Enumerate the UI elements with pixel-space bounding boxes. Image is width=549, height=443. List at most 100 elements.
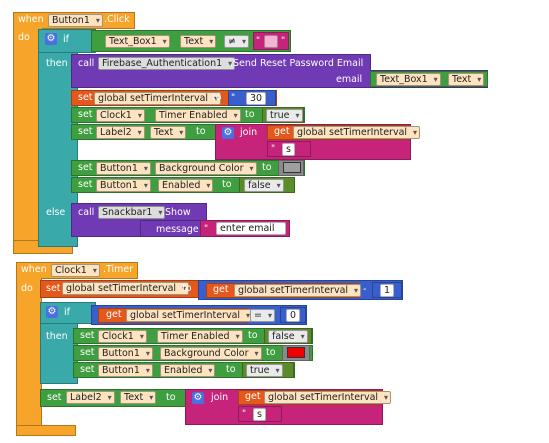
if-label: if [63,34,69,45]
set-label: set [78,109,93,120]
join-label: join [240,127,258,138]
color-swatch[interactable] [283,162,301,173]
snackbar-component-dropdown[interactable]: Snackbar1 [98,206,166,219]
clock-component-dropdown[interactable]: Clock1 [98,330,147,343]
bool-dropdown[interactable]: true [246,364,283,377]
firebase-method: .Send Reset Password Email [230,58,364,69]
join-label: join [211,392,229,403]
get-label: get [213,284,229,295]
cond-component-dropdown[interactable]: Text_Box1 [105,35,170,48]
set-label: set [78,126,93,137]
then-label: then [46,331,68,342]
quote-icon: " [204,224,209,234]
snackbar-method: .Show [162,207,191,218]
minus-value-field[interactable]: 1 [380,284,395,297]
bool-dropdown[interactable]: true [266,109,303,122]
set-label: set [80,364,95,375]
else-label: else [46,207,66,218]
button-property-dropdown[interactable]: Background Color [160,347,262,360]
get-var-dropdown[interactable]: global setTimerInterval [264,391,392,404]
set-label: set [78,162,93,173]
quote-icon: " [271,144,276,154]
bool-dropdown[interactable]: false [268,330,308,343]
button-component-dropdown[interactable]: Button1 [96,162,151,175]
email-param-label: email [336,74,363,85]
button-property-dropdown[interactable]: Enabled [158,179,214,192]
set-label: set [47,392,62,403]
clock-property-dropdown[interactable]: Timer Enabled [155,109,241,122]
set-var-dropdown[interactable]: global setTimerInterval [94,92,222,105]
message-text-field[interactable]: enter email [216,222,286,235]
set-label: set [46,283,61,294]
label-component-dropdown[interactable]: Label2 [96,126,145,139]
to-label: to [222,179,232,190]
quote-open: " [256,36,261,46]
compare-operator-dropdown[interactable]: = [250,309,275,322]
then-label: then [46,58,68,69]
message-param-label: message [156,224,199,235]
quote-icon: " [242,409,247,419]
do-label: do [21,283,33,294]
to-label: to [226,364,236,375]
clock-property-dropdown[interactable]: Timer Enabled [157,330,243,343]
email-component-dropdown[interactable]: Text_Box1 [376,73,441,86]
when-label: when [18,14,44,25]
minus-label: - [363,284,367,295]
set-var-dropdown[interactable]: global setTimerInterval [62,282,190,295]
gear-icon[interactable]: ⚙ [222,127,234,139]
to-label: to [245,109,255,120]
to-label: to [196,126,206,137]
set-label: set [80,330,95,341]
to-label: to [266,347,276,358]
set1-value-field[interactable]: 30 [246,92,267,105]
gear-icon[interactable]: ⚙ [45,33,57,45]
label-component-dropdown[interactable]: Label2 [66,391,115,404]
get-var-dropdown[interactable]: global setTimerInterval [293,126,421,139]
empty-text-field[interactable] [264,35,278,48]
set-label: set [78,179,93,190]
label-property-dropdown[interactable]: Text [120,391,157,404]
clock1-timer-footer [16,425,76,436]
to-label: to [262,162,272,173]
event-component-dropdown[interactable]: Button1 [48,14,103,27]
do-label: do [18,32,30,43]
compare-operator-dropdown[interactable]: ≠ [224,35,249,48]
color-swatch[interactable] [287,347,305,358]
cmp-value-field[interactable]: 0 [286,309,301,322]
to-label: to [182,283,192,294]
to-label: to [212,92,222,103]
bool-dropdown[interactable]: false [244,179,284,192]
button-component-dropdown[interactable]: Button1 [98,347,153,360]
button-component-dropdown[interactable]: Button1 [96,179,151,192]
join-text-field[interactable]: s [253,408,266,421]
event-component-dropdown[interactable]: Clock1 [51,264,100,277]
event-name: .Click [104,14,130,25]
cond-property-dropdown[interactable]: Text [180,35,217,48]
when-label: when [21,264,47,275]
clock-component-dropdown[interactable]: Clock1 [96,109,145,122]
set-label: set [80,347,95,358]
quote-close: " [281,36,286,46]
call-label: call [78,207,95,218]
call1-label: call [78,58,95,69]
gear-icon[interactable]: ⚙ [46,306,58,318]
button-property-dropdown[interactable]: Background Color [155,162,257,175]
get-var-dropdown[interactable]: global setTimerInterval [234,284,362,297]
get-label: get [245,391,261,402]
to-label: to [166,392,176,403]
clock1-timer-body [16,278,42,436]
event-name: .Timer [103,264,134,275]
get-label: get [274,126,290,137]
button-component-dropdown[interactable]: Button1 [98,364,153,377]
firebase-component-dropdown[interactable]: Firebase_Authentication1 [98,57,236,70]
set-label: set [78,92,93,103]
email-property-dropdown[interactable]: Text [448,73,485,86]
if-label: if [64,307,70,318]
to-label: to [248,330,258,341]
join-text-field[interactable]: s [282,143,295,156]
button-property-dropdown[interactable]: Enabled [160,364,216,377]
gear-icon[interactable]: ⚙ [192,392,204,404]
label-property-dropdown[interactable]: Text [150,126,187,139]
get-label: get [106,309,122,320]
get-var-dropdown[interactable]: global setTimerInterval [126,309,254,322]
